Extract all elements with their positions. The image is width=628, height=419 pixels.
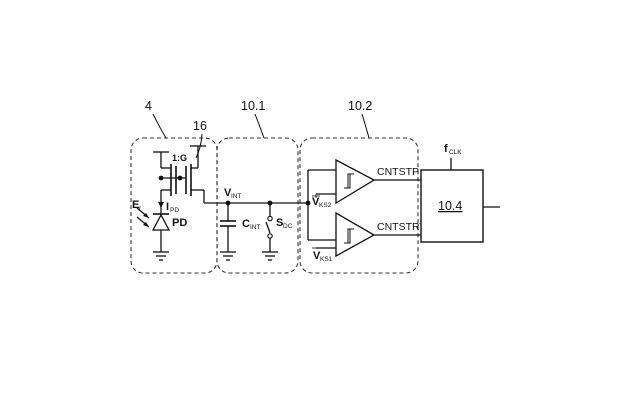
photodiode — [151, 200, 171, 252]
leader-transistor-16 — [195, 133, 203, 159]
light-arrows-icon — [136, 207, 150, 228]
label-f-clk-sub: CLK — [449, 149, 462, 156]
ground-switch-icon — [262, 251, 278, 261]
label-c-int-sub: INT — [250, 224, 261, 231]
label-block-10-2: 10.2 — [348, 99, 372, 113]
label-vks2: V — [312, 196, 320, 208]
label-block-10-1: 10.1 — [241, 99, 265, 113]
label-c-int: C — [242, 218, 250, 230]
label-switch: S — [276, 217, 283, 229]
label-photo-current: I — [166, 201, 169, 213]
label-irradiance-sub: r — [139, 205, 142, 212]
ground-photodiode-icon — [153, 251, 169, 261]
label-v-int: V — [224, 187, 232, 199]
switch-s-dc — [265, 203, 273, 252]
leader-block-10-1 — [254, 113, 265, 139]
counter-block — [420, 169, 484, 243]
label-photodiode: PD — [172, 217, 187, 229]
label-vks1: V — [313, 250, 321, 262]
comparator-stop — [316, 158, 376, 205]
current-mirror: 1:G — [153, 145, 206, 203]
label-counter-block: 10.4 — [438, 199, 462, 213]
leader-block-10-2 — [361, 113, 370, 139]
comparator-start — [316, 211, 376, 258]
block-10-1-outline — [216, 137, 299, 274]
node-mirror-left — [158, 175, 164, 181]
label-vks2-sub: KS2 — [319, 202, 332, 209]
capacitor-c-int — [220, 203, 236, 252]
label-transistor-16: 16 — [193, 119, 207, 133]
label-irradiance: E — [132, 199, 139, 211]
block-10-2-outline — [299, 137, 419, 274]
label-v-int-sub: INT — [231, 193, 242, 200]
ground-cint-icon — [220, 251, 236, 261]
label-photo-current-sub: PD — [170, 207, 179, 214]
label-cntstp: CNTSTP — [377, 166, 419, 178]
node-mirror-gate — [177, 175, 183, 181]
label-block-4: 4 — [145, 99, 152, 113]
label-vks1-sub: KS1 — [320, 256, 333, 263]
label-switch-sub: DC — [283, 223, 293, 230]
leader-block-4 — [152, 113, 167, 139]
label-cntstrt: CNTSTRT — [377, 221, 426, 233]
mirror-ratio-label: 1:G — [172, 153, 187, 163]
label-f-clk: f — [444, 143, 448, 155]
